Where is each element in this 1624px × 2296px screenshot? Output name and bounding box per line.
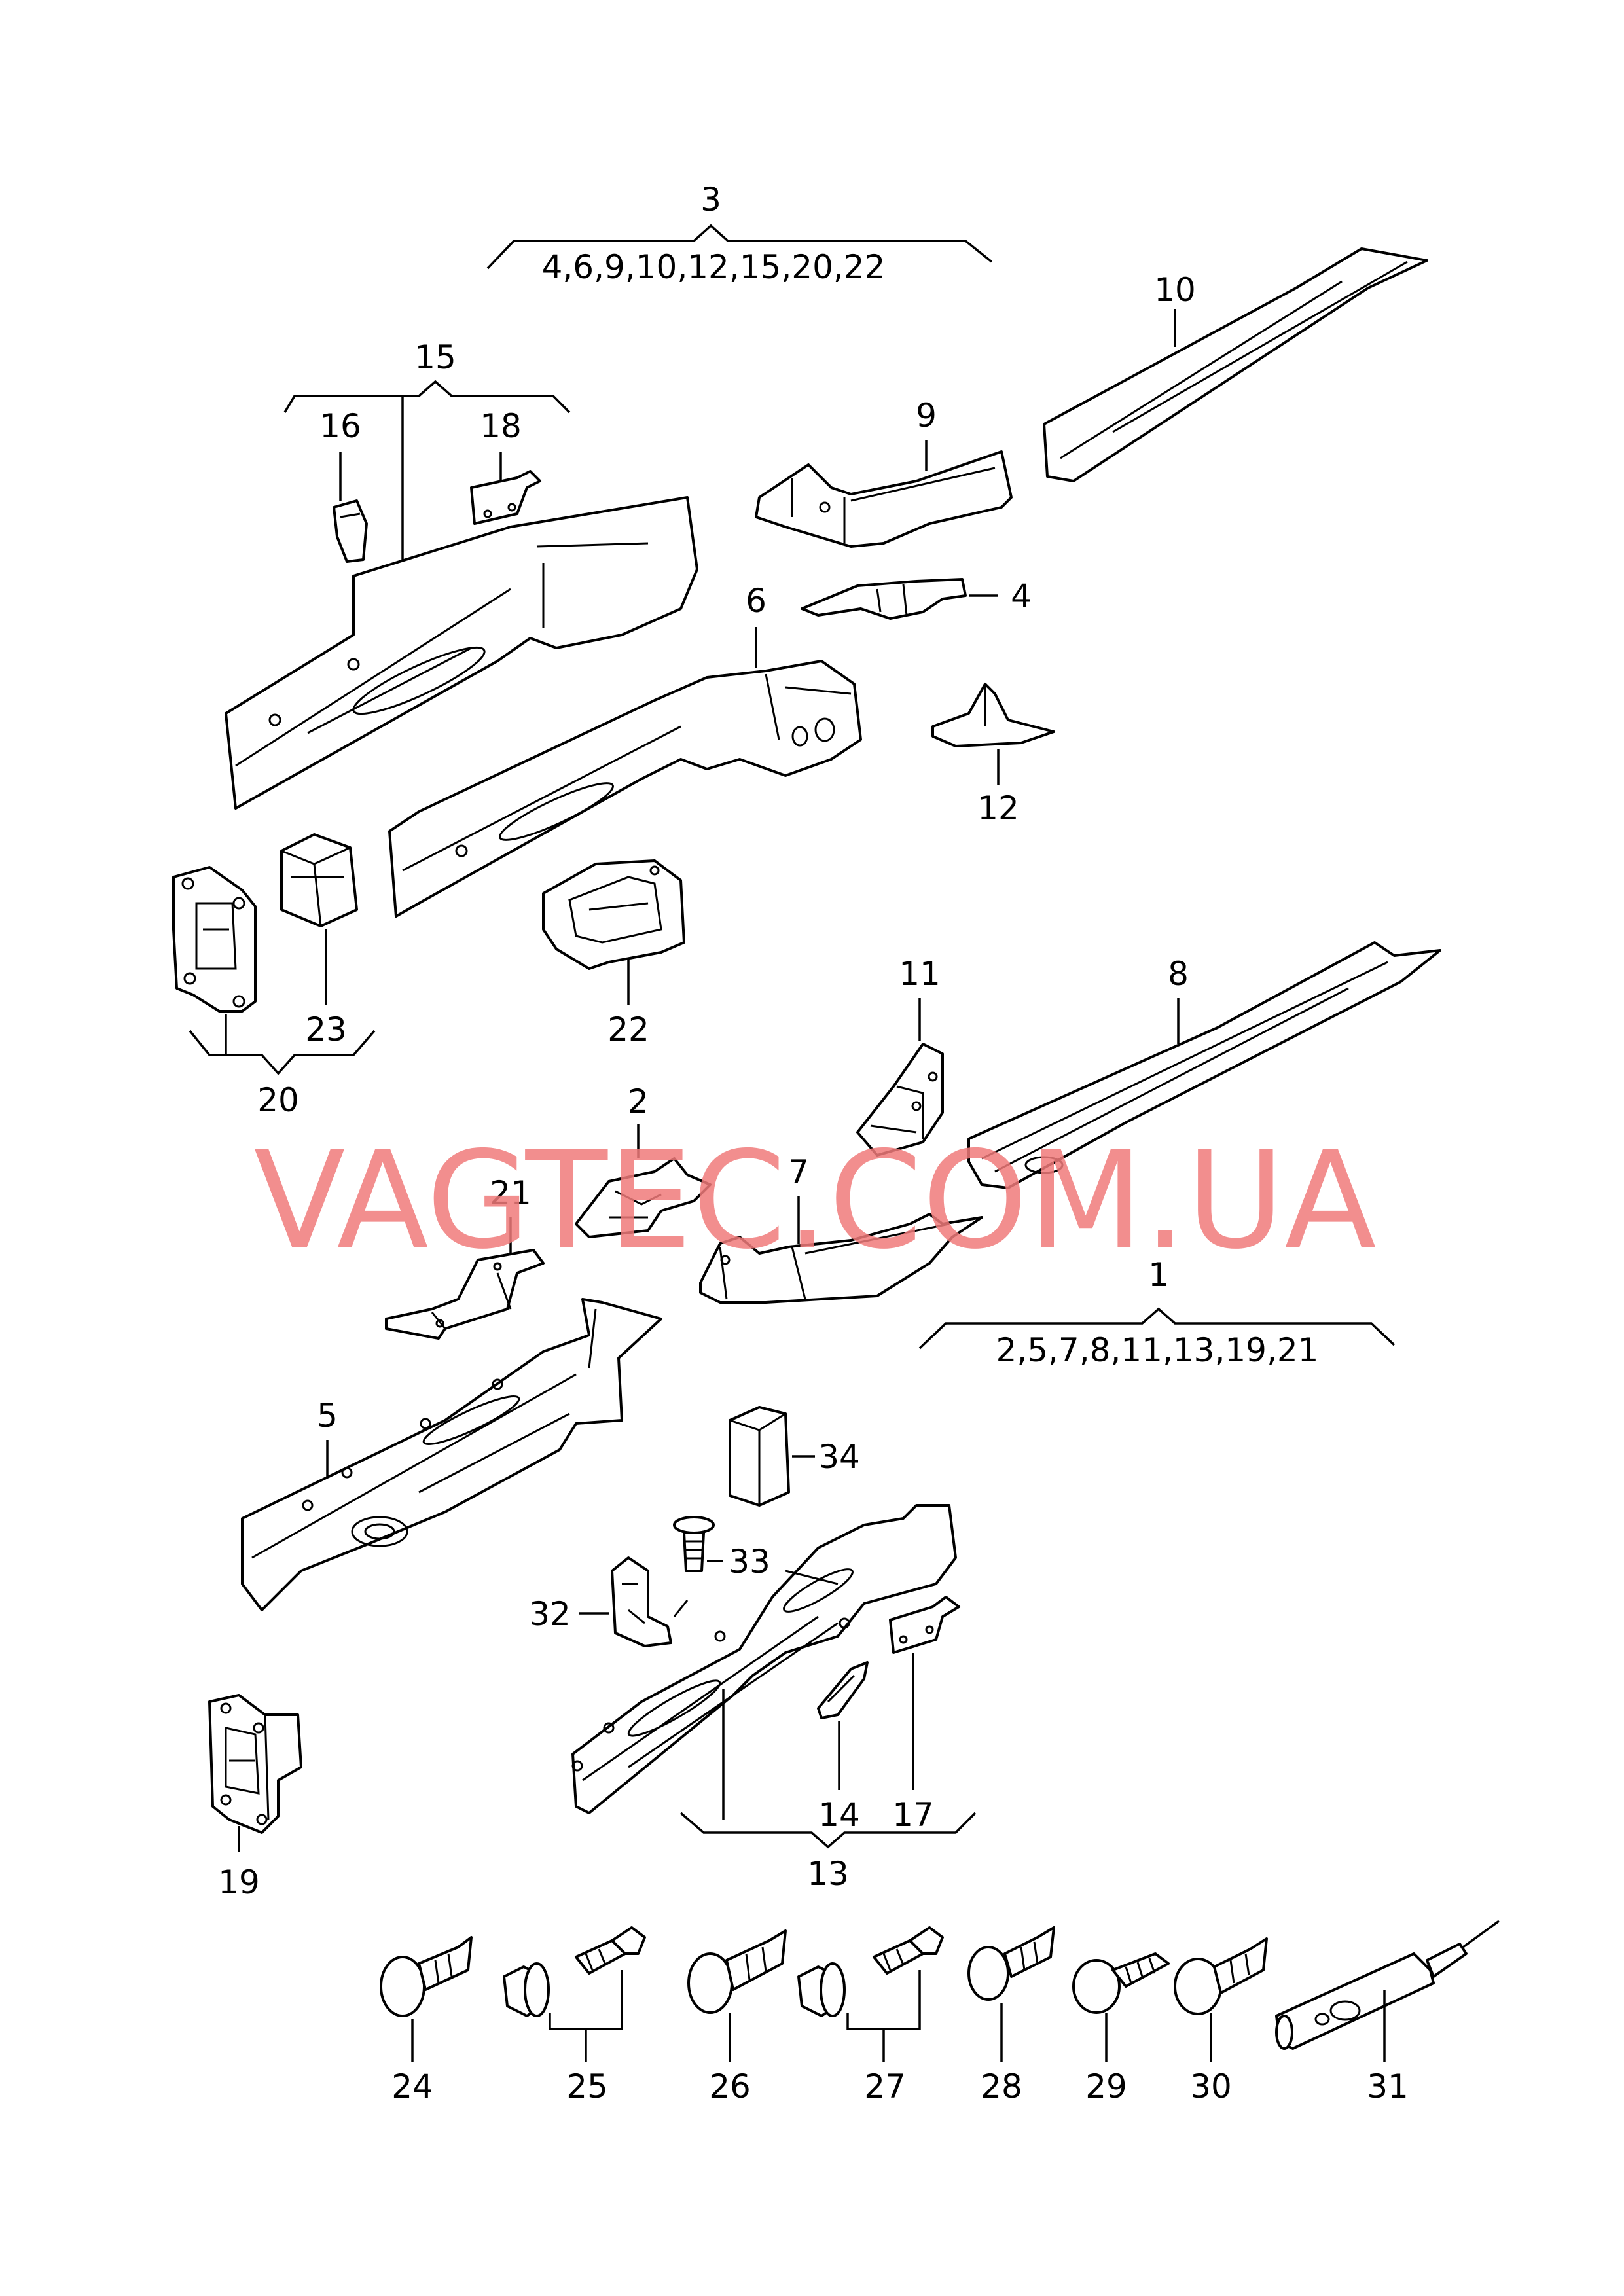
part-25-bolt-nut[interactable]: 25 (503, 1926, 646, 2106)
part-34-block[interactable]: 34 (729, 1406, 860, 1507)
part-24-clip[interactable]: 24 (380, 1936, 473, 2106)
part-5-member[interactable]: 5 (241, 1298, 662, 1611)
part-6-member[interactable]: 6 (388, 582, 862, 918)
callout-22[interactable]: 22 (607, 1011, 649, 1049)
part-27-bolt-nut[interactable]: 27 (797, 1926, 944, 2106)
callout-2[interactable]: 2 (628, 1083, 649, 1121)
watermark-text: VAGTEC.COM.UA (253, 1123, 1376, 1279)
callout-23[interactable]: 23 (305, 1011, 347, 1049)
part-10-rail[interactable]: 10 (1043, 247, 1428, 482)
part-31-tube[interactable]: 31 (1275, 1920, 1500, 2106)
callout-27[interactable]: 27 (864, 2068, 906, 2106)
part-14-bracket[interactable]: 14 (817, 1661, 869, 1834)
callout-25[interactable]: 25 (566, 2068, 608, 2106)
part-11-corner[interactable]: 11 (856, 955, 944, 1157)
callout-34[interactable]: 34 (818, 1438, 860, 1476)
part-32-bracket[interactable]: 32 (529, 1556, 689, 1647)
part-17-bracket[interactable]: 17 (889, 1596, 960, 1834)
callout-24[interactable]: 24 (391, 2068, 433, 2106)
group-13-bracket: 13 (679, 1689, 977, 1893)
part-20-plate[interactable] (172, 866, 257, 1013)
callout-33[interactable]: 33 (729, 1543, 770, 1581)
part-15-member[interactable]: 15 (225, 338, 698, 810)
part-29-screw[interactable]: 29 (1072, 1952, 1170, 2106)
part-22-support[interactable]: 22 (542, 859, 685, 1049)
callout-9[interactable]: 9 (916, 397, 937, 435)
part-9-panel[interactable]: 9 (755, 397, 1013, 548)
part-33-bolt[interactable]: 33 (673, 1516, 770, 1581)
part-8-rail[interactable]: 8 (967, 941, 1441, 1189)
callout-10[interactable]: 10 (1154, 271, 1196, 309)
callout-16[interactable]: 16 (319, 407, 361, 445)
group-3-header: 3 4,6,9,10,12,15,20,22 (486, 181, 993, 286)
part-7-member[interactable]: 7 (699, 1153, 983, 1304)
callout-15[interactable]: 15 (414, 338, 456, 376)
part-4-bracket[interactable]: 4 (801, 577, 1032, 620)
group-1-list: 2,5,7,8,11,13,19,21 (996, 1331, 1319, 1369)
part-18-bracket[interactable]: 18 (470, 407, 541, 525)
callout-12[interactable]: 12 (977, 789, 1019, 827)
callout-21[interactable]: 21 (490, 1174, 532, 1212)
callout-26[interactable]: 26 (709, 2068, 751, 2106)
callout-4[interactable]: 4 (1011, 577, 1032, 615)
part-30-clip[interactable]: 30 (1174, 1937, 1268, 2106)
part-2-bracket[interactable]: 2 (575, 1083, 712, 1238)
callout-14[interactable]: 14 (818, 1796, 860, 1834)
callout-19[interactable]: 19 (218, 1863, 260, 1901)
callout-6[interactable]: 6 (746, 582, 767, 620)
callout-28[interactable]: 28 (981, 2068, 1022, 2106)
callout-8[interactable]: 8 (1168, 955, 1189, 993)
part-13-member[interactable] (571, 1504, 957, 1814)
group-3-list: 4,6,9,10,12,15,20,22 (542, 248, 886, 286)
group-1-header: 1 2,5,7,8,11,13,19,21 (918, 1256, 1396, 1369)
part-12-plate[interactable]: 12 (931, 683, 1055, 827)
callout-11[interactable]: 11 (899, 955, 941, 993)
part-26-clip[interactable]: 26 (687, 1929, 787, 2106)
part-19-plate[interactable]: 19 (208, 1694, 302, 1901)
callout-30[interactable]: 30 (1190, 2068, 1232, 2106)
callout-20[interactable]: 20 (257, 1081, 299, 1119)
callout-7[interactable]: 7 (788, 1153, 809, 1191)
group-20-bracket: 20 (189, 1014, 376, 1119)
callout-17[interactable]: 17 (892, 1796, 934, 1834)
callout-5[interactable]: 5 (317, 1397, 338, 1435)
callout-32[interactable]: 32 (529, 1595, 571, 1633)
part-16-bracket[interactable]: 16 (319, 407, 368, 563)
callout-1[interactable]: 1 (1148, 1256, 1169, 1294)
callout-13[interactable]: 13 (807, 1855, 849, 1893)
callout-31[interactable]: 31 (1367, 2068, 1409, 2106)
part-23-block[interactable]: 23 (280, 833, 358, 1049)
callout-18[interactable]: 18 (480, 407, 522, 445)
callout-3[interactable]: 3 (700, 181, 721, 219)
part-21-bracket[interactable]: 21 (385, 1174, 545, 1340)
part-28-clip[interactable]: 28 (967, 1926, 1055, 2106)
callout-29[interactable]: 29 (1085, 2068, 1127, 2106)
